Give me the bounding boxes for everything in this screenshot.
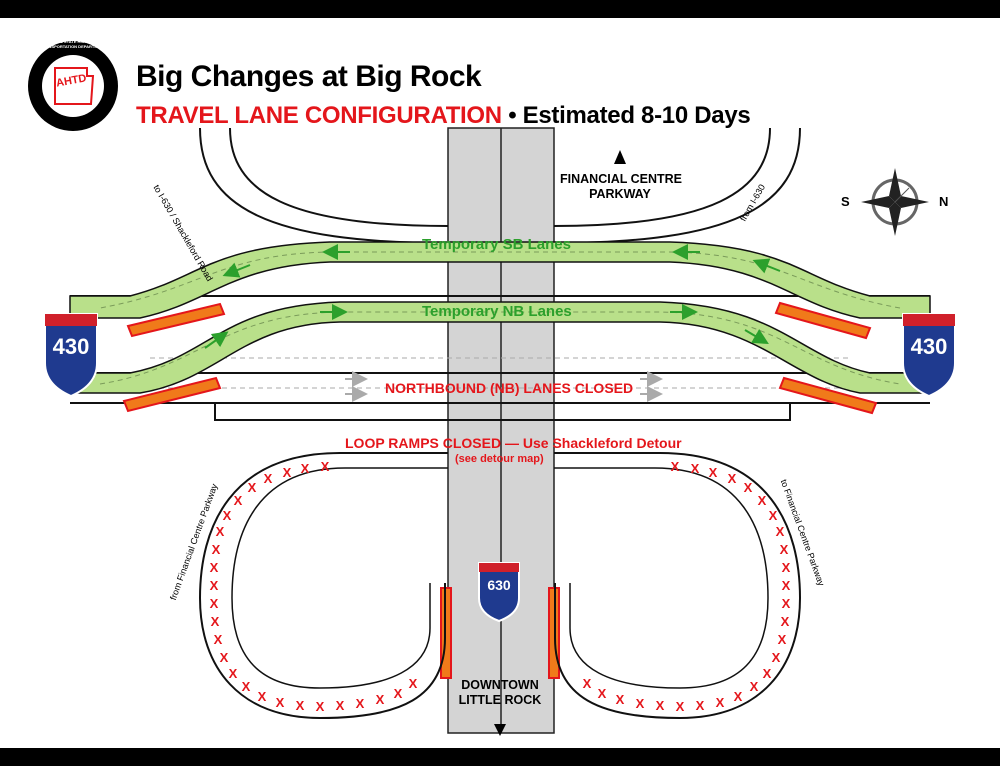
temp-sb-lanes-label: Temporary SB Lanes	[422, 236, 571, 253]
svg-text:X: X	[780, 542, 789, 557]
svg-text:X: X	[691, 461, 700, 476]
i430-shield-left	[44, 313, 98, 398]
svg-text:X: X	[583, 676, 592, 691]
south-arrow-down-icon	[494, 724, 506, 736]
svg-text:X: X	[782, 560, 791, 575]
svg-text:X: X	[214, 632, 223, 647]
i630-number: 630	[487, 577, 511, 593]
subtitle-duration: • Estimated 8-10 Days	[508, 102, 751, 129]
svg-text:X: X	[598, 686, 607, 701]
svg-text:X: X	[283, 465, 292, 480]
svg-text:X: X	[356, 696, 365, 711]
svg-text:X: X	[744, 480, 753, 495]
svg-text:X: X	[769, 508, 778, 523]
svg-text:X: X	[776, 524, 785, 539]
compass-rose-icon	[861, 168, 929, 236]
svg-text:X: X	[716, 695, 725, 710]
svg-text:X: X	[376, 692, 385, 707]
svg-text:X: X	[696, 698, 705, 713]
svg-text:X: X	[636, 696, 645, 711]
svg-text:X: X	[734, 689, 743, 704]
svg-text:X: X	[296, 698, 305, 713]
svg-text:X: X	[229, 666, 238, 681]
svg-text:X: X	[234, 493, 243, 508]
svg-text:X: X	[394, 686, 403, 701]
svg-text:X: X	[728, 471, 737, 486]
svg-text:X: X	[210, 596, 219, 611]
svg-text:X: X	[301, 461, 310, 476]
i630-shield	[478, 562, 520, 623]
i430-right-number: 430	[910, 334, 948, 359]
north-arrow-up-icon	[614, 150, 626, 164]
svg-text:X: X	[616, 692, 625, 707]
svg-text:X: X	[772, 650, 781, 665]
downtown-line2: LITTLE ROCK	[458, 693, 542, 707]
svg-text:X: X	[220, 650, 229, 665]
i430-shield-right	[902, 313, 956, 398]
svg-text:X: X	[709, 465, 718, 480]
temp-sb-lanes	[69, 241, 931, 319]
compass-south: S	[841, 194, 850, 209]
svg-text:X: X	[248, 480, 257, 495]
loop-ramp-right	[554, 452, 802, 720]
svg-text:X: X	[316, 699, 325, 714]
ramp-from-i630	[553, 127, 801, 244]
svg-text:X: X	[321, 459, 330, 474]
ahtd-logo	[28, 41, 118, 131]
ramp-to-i630-shackleford	[199, 127, 449, 244]
svg-text:X: X	[671, 459, 680, 474]
svg-text:X: X	[778, 632, 787, 647]
svg-text:X: X	[763, 666, 772, 681]
svg-text:X: X	[276, 695, 285, 710]
svg-text:X: X	[211, 614, 220, 629]
i430-left-number: 430	[52, 334, 90, 359]
loop-ramp-left	[198, 452, 448, 720]
svg-text:X: X	[258, 689, 267, 704]
svg-text:X: X	[210, 578, 219, 593]
ahtd-logo-ring-text: ARKANSAS STATE HIGHWAY AND TRANSPORTATIO…	[40, 39, 106, 49]
svg-text:X: X	[782, 578, 791, 593]
svg-text:X: X	[216, 524, 225, 539]
svg-text:X: X	[210, 560, 219, 575]
svg-text:X: X	[409, 676, 418, 691]
svg-text:X: X	[242, 679, 251, 694]
financial-centre-label: FINANCIAL CENTRE PARKWAY	[560, 172, 682, 202]
svg-text:X: X	[212, 542, 221, 557]
downtown-label: DOWNTOWN LITTLE ROCK	[445, 678, 555, 708]
nb-lanes-closed-label: NORTHBOUND (NB) LANES CLOSED	[385, 380, 634, 396]
svg-text:X: X	[758, 493, 767, 508]
financial-line2: PARKWAY	[589, 187, 651, 201]
page-title: Big Changes at Big Rock	[136, 60, 482, 93]
svg-text:X: X	[223, 508, 232, 523]
loop-ramps-closed-label: LOOP RAMPS CLOSED — Use Shackleford Deto…	[345, 435, 682, 451]
svg-text:X: X	[750, 679, 759, 694]
compass-north: N	[939, 194, 949, 209]
svg-text:X: X	[336, 698, 345, 713]
financial-line1: FINANCIAL CENTRE	[560, 172, 682, 186]
svg-text:X: X	[264, 471, 273, 486]
subtitle-configuration: TRAVEL LANE CONFIGURATION	[136, 102, 502, 129]
temp-nb-lanes-label: Temporary NB Lanes	[422, 303, 572, 320]
svg-text:X: X	[656, 698, 665, 713]
detour-note: (see detour map)	[455, 453, 544, 465]
svg-text:X: X	[781, 614, 790, 629]
page-subtitle: TRAVEL LANE CONFIGURATION • Estimated 8-…	[136, 102, 751, 130]
downtown-line1: DOWNTOWN	[461, 678, 539, 692]
svg-text:X: X	[782, 596, 791, 611]
svg-text:X: X	[676, 699, 685, 714]
